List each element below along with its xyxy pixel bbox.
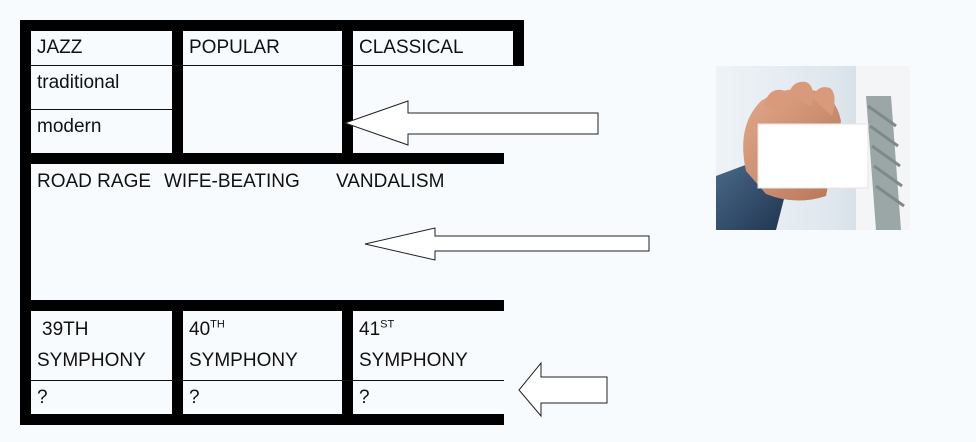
crime-wife-beating: WIFE-BEATING	[164, 171, 300, 192]
divider-col2-lower	[342, 300, 353, 425]
frame-top-bar	[20, 20, 524, 31]
header-jazz: JAZZ	[37, 37, 83, 58]
symphony-41-value: ?	[359, 387, 370, 408]
frame-bottom-bar	[20, 414, 504, 425]
separator-bar-2	[20, 300, 504, 311]
header-underline	[31, 65, 513, 66]
hand-holding-card-photo	[716, 66, 910, 230]
divider-col1	[172, 20, 183, 164]
jazz-traditional: traditional	[37, 72, 120, 93]
header-popular: POPULAR	[189, 37, 280, 58]
symphony-39-value: ?	[37, 387, 48, 408]
symphony-40-value: ?	[189, 387, 200, 408]
symphony-40-number-text: 40	[189, 319, 211, 340]
crime-road-rage: ROAD RAGE	[37, 171, 152, 192]
arrow-top-shape	[343, 100, 599, 146]
symphony-40-label: SYMPHONY	[189, 350, 298, 371]
symphony-41-number-text: 41	[359, 319, 381, 340]
symphony-underline	[31, 380, 504, 381]
symphony-41-label: SYMPHONY	[359, 350, 468, 371]
jazz-subtype-divider	[31, 109, 172, 110]
symphony-40-suffix: TH	[210, 318, 225, 331]
header-classical: CLASSICAL	[359, 37, 464, 58]
divider-col2	[342, 20, 353, 164]
separator-bar-1	[20, 153, 504, 164]
arrow-middle-shape	[364, 227, 650, 261]
frame-left-bar	[20, 20, 31, 425]
arrow-bottom-shape	[518, 361, 608, 418]
symphony-40-number: 40TH	[189, 319, 225, 341]
symphony-41-suffix: ST	[380, 318, 395, 331]
crime-vandalism: VANDALISM	[336, 171, 445, 192]
symphony-39-label: SYMPHONY	[37, 350, 146, 371]
header-right-bar	[513, 20, 524, 66]
jazz-modern: modern	[37, 116, 102, 137]
symphony-41-number: 41ST	[359, 319, 394, 341]
symphony-39-number-text: 39TH	[42, 319, 89, 340]
symphony-39-number: 39TH	[42, 319, 88, 341]
hand-card-illustration	[716, 66, 910, 230]
divider-col1-lower	[172, 300, 183, 425]
